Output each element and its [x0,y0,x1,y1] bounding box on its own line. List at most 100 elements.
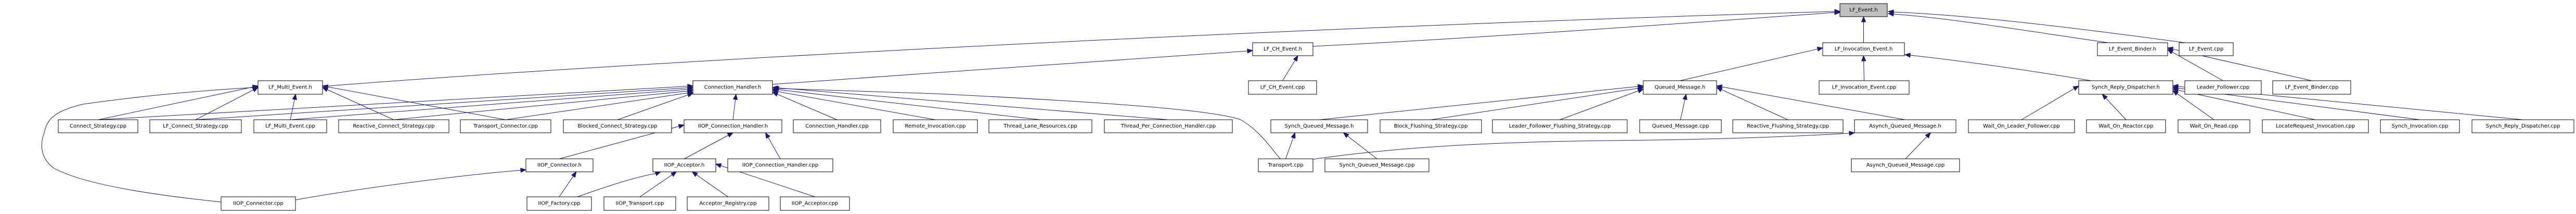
arrowhead-icon [654,171,662,177]
node-box[interactable] [526,196,592,211]
node-wait-on-read-cpp[interactable]: Wait_On_Read.cpp [2178,119,2250,133]
node-box[interactable] [1639,119,1722,133]
node-box[interactable] [1854,119,1956,133]
node-asynch-queued-message-cpp[interactable]: Asynch_Queued_Message.cpp [1851,158,1960,172]
node-remote-invocation-cpp[interactable]: Remote_Invocation.cpp [893,119,978,133]
node-block-flushing-strategy-cpp[interactable]: Block_Flushing_Strategy.cpp [1380,119,1482,133]
node-lf-connect-strategy-cpp[interactable]: LF_Connect_Strategy.cpp [149,119,242,133]
node-box[interactable] [253,119,327,133]
node-synch-queued-message-h[interactable]: Synch_Queued_Message.h [1270,119,1368,133]
node-box[interactable] [2262,119,2369,133]
node-box[interactable] [563,119,672,133]
node-lf-ch-event-cpp[interactable]: LF_CH_Event.cpp [1248,80,1317,95]
node-box[interactable] [2184,80,2262,95]
node-box[interactable] [603,196,676,211]
node-box[interactable] [1270,119,1368,133]
node-wait-on-leader-follower-cpp[interactable]: Wait_On_Leader_Follower.cpp [1968,119,2075,133]
node-box[interactable] [338,119,449,133]
arrowhead-icon [691,171,698,177]
node-synch-reply-dispatcher-cpp[interactable]: Synch_Reply_Dispatcher.cpp [2471,119,2574,133]
node-box[interactable] [2179,42,2234,56]
node-label: Acceptor_Registry.cpp [699,201,756,207]
node-lf-multi-event-cpp[interactable]: LF_Multi_Event.cpp [253,119,327,133]
node-iiop-connector-cpp[interactable]: IIOP_Connector.cpp [221,196,296,211]
node-box[interactable] [58,119,138,133]
node-box[interactable] [793,119,881,133]
node-iiop-transport-cpp[interactable]: IIOP_Transport.cpp [603,196,676,211]
node-box[interactable] [727,158,833,172]
node-iiop-acceptor-cpp[interactable]: IIOP_Acceptor.cpp [780,196,850,211]
node-box[interactable] [1380,119,1482,133]
node-box[interactable] [460,119,551,133]
node-transport-connector-cpp[interactable]: Transport_Connector.cpp [460,119,551,133]
node-box[interactable] [2097,42,2168,56]
node-connect-strategy-cpp[interactable]: Connect_Strategy.cpp [58,119,138,133]
node-box[interactable] [988,119,1092,133]
node-reactive-flushing-strategy-cpp[interactable]: Reactive_Flushing_Strategy.cpp [1732,119,1844,133]
node-queued-message-h[interactable]: Queued_Message.h [1643,80,1717,95]
arrowhead-icon [321,84,329,90]
node-box[interactable] [221,196,296,211]
node-box[interactable] [1258,158,1313,172]
node-box[interactable] [1819,80,1910,95]
node-box[interactable] [1492,119,1628,133]
node-box[interactable] [684,119,782,133]
node-leader-follower-flushing-strategy-cpp[interactable]: Leader_Follower_Flushing_Strategy.cpp [1492,119,1628,133]
node-leader-follower-cpp[interactable]: Leader_Follower.cpp [2184,80,2262,95]
edge-lf_multi_event_cpp-to-lf_multi_event_h [290,93,297,120]
node-box[interactable] [2078,80,2173,95]
node-iiop-factory-cpp[interactable]: IIOP_Factory.cpp [526,196,592,211]
node-box[interactable] [1104,119,1233,133]
node-box[interactable] [2272,80,2351,95]
node-queued-message-cpp[interactable]: Queued_Message.cpp [1639,119,1722,133]
node-connection-handler-h[interactable]: Connection_Handler.h [692,80,773,95]
node-box[interactable] [1643,80,1717,95]
node-wait-on-reactor-cpp[interactable]: Wait_On_Reactor.cpp [2086,119,2166,133]
node-thread-lane-resources-cpp[interactable]: Thread_Lane_Resources.cpp [988,119,1092,133]
node-lf-invocation-event-h[interactable]: LF_Invocation_Event.h [1822,42,1905,56]
node-box[interactable] [2178,119,2250,133]
node-box[interactable] [687,196,769,211]
node-box[interactable] [1252,42,1313,56]
node-synch-reply-dispatcher-h[interactable]: Synch_Reply_Dispatcher.h [2078,80,2173,95]
edge-line [1680,48,1818,81]
node-synch-queued-message-cpp[interactable]: Synch_Queued_Message.cpp [1324,158,1429,172]
node-box[interactable] [2086,119,2166,133]
node-box[interactable] [1839,3,1888,17]
node-box[interactable] [1851,158,1960,172]
node-box[interactable] [2380,119,2460,133]
node-blocked-connect-strategy-cpp[interactable]: Blocked_Connect_Strategy.cpp [563,119,672,133]
node-locaterequest-invocation-cpp[interactable]: LocateRequest_Invocation.cpp [2262,119,2369,133]
node-box[interactable] [149,119,242,133]
node-lf-ch-event-h[interactable]: LF_CH_Event.h [1252,42,1313,56]
node-iiop-connector-h[interactable]: IIOP_Connector.h [525,158,594,172]
node-box[interactable] [893,119,978,133]
node-iiop-connection-handler-cpp[interactable]: IIOP_Connection_Handler.cpp [727,158,833,172]
node-lf-multi-event-h[interactable]: LF_Multi_Event.h [257,80,323,95]
node-box[interactable] [780,196,850,211]
node-box[interactable] [1324,158,1429,172]
node-thread-per-connection-handler-cpp[interactable]: Thread_Per_Connection_Handler.cpp [1104,119,1233,133]
node-lf-event-h[interactable]: LF_Event.h [1839,3,1888,17]
node-transport-cpp[interactable]: Transport.cpp [1258,158,1313,172]
node-box[interactable] [692,80,773,95]
node-asynch-queued-message-h[interactable]: Asynch_Queued_Message.h [1854,119,1956,133]
node-lf-event-binder-h[interactable]: LF_Event_Binder.h [2097,42,2168,56]
node-box[interactable] [1732,119,1844,133]
node-box[interactable] [1968,119,2075,133]
node-connection-handler-cpp[interactable]: Connection_Handler.cpp [793,119,881,133]
node-lf-invocation-event-cpp[interactable]: LF_Invocation_Event.cpp [1819,80,1910,95]
node-box[interactable] [525,158,594,172]
node-box[interactable] [1248,80,1317,95]
node-iiop-acceptor-h[interactable]: IIOP_Acceptor.h [652,158,716,172]
node-box[interactable] [257,80,323,95]
node-reactive-connect-strategy-cpp[interactable]: Reactive_Connect_Strategy.cpp [338,119,449,133]
node-acceptor-registry-cpp[interactable]: Acceptor_Registry.cpp [687,196,769,211]
node-box[interactable] [2471,119,2574,133]
node-synch-invocation-cpp[interactable]: Synch_Invocation.cpp [2380,119,2460,133]
node-lf-event-binder-cpp[interactable]: LF_Event_Binder.cpp [2272,80,2351,95]
node-box[interactable] [1822,42,1905,56]
node-lf-event-cpp[interactable]: LF_Event.cpp [2179,42,2234,56]
node-iiop-connection-handler-h[interactable]: IIOP_Connection_Handler.h [684,119,782,133]
node-box[interactable] [652,158,716,172]
